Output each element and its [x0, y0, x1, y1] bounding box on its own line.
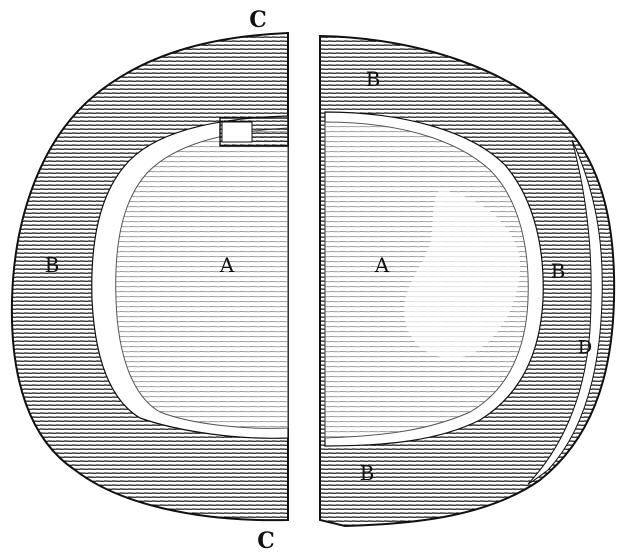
label-a-right: A — [374, 253, 390, 277]
label-b-left: B — [45, 253, 60, 277]
label-c-top: C — [249, 7, 267, 33]
label-d-right: D — [578, 337, 592, 358]
label-b-right: B — [551, 259, 566, 283]
label-a-left: A — [219, 253, 235, 277]
label-b-bottom: B — [360, 461, 375, 485]
right-half — [320, 36, 614, 526]
label-c-bottom: C — [257, 528, 275, 554]
label-b-top-right: B — [366, 67, 381, 91]
